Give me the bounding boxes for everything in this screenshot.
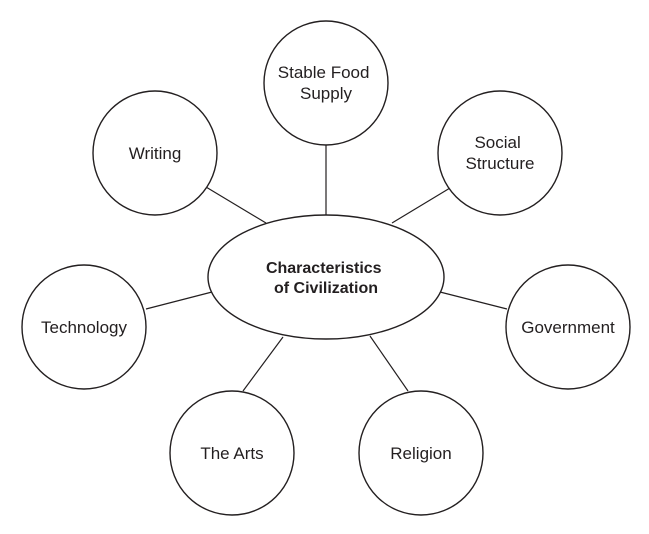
node-circle (169, 390, 295, 516)
node-label: Government (521, 318, 615, 337)
node-label-line-1: Writing (129, 144, 182, 163)
connector-religion (369, 335, 409, 392)
node-label-line-1: Government (521, 318, 615, 337)
connector-writing (205, 186, 267, 224)
node-label-line-2: Structure (466, 154, 535, 173)
node-label: The Arts (200, 444, 263, 463)
node-label-line-1: Religion (390, 444, 451, 463)
node-label: Writing (129, 144, 182, 163)
node-the-arts: The Arts (169, 390, 295, 516)
center-node: Characteristics of Civilization (207, 214, 445, 340)
node-circle (21, 264, 147, 390)
node-label: Stable Food Supply (278, 63, 374, 103)
center-label-line-2: of Civilization (274, 280, 378, 297)
node-social-structure: Social Structure (437, 90, 563, 216)
node-label: Social Structure (466, 133, 535, 173)
node-label-line-1: Social (474, 133, 520, 152)
center-label: Characteristics of Civilization (266, 260, 386, 297)
connector-technology (145, 291, 213, 310)
connector-government (439, 291, 508, 310)
node-label-line-2: Supply (300, 84, 352, 103)
node-label: Religion (390, 444, 451, 463)
node-government: Government (505, 264, 631, 390)
center-label-line-1: Characteristics (266, 260, 382, 277)
node-label-line-1: Stable Food (278, 63, 370, 82)
connectors (145, 145, 508, 392)
node-circle (437, 90, 563, 216)
node-label: Technology (41, 318, 128, 337)
node-circle (92, 90, 218, 216)
node-writing: Writing (92, 90, 218, 216)
connector-the-arts (242, 336, 284, 392)
node-technology: Technology (21, 264, 147, 390)
node-label-line-1: The Arts (200, 444, 263, 463)
connector-social-structure (391, 187, 451, 224)
node-circle (505, 264, 631, 390)
node-circle (263, 20, 389, 146)
node-stable-food-supply: Stable Food Supply (263, 20, 389, 146)
node-religion: Religion (358, 390, 484, 516)
node-circle (358, 390, 484, 516)
node-label-line-1: Technology (41, 318, 128, 337)
center-ellipse (207, 214, 445, 340)
